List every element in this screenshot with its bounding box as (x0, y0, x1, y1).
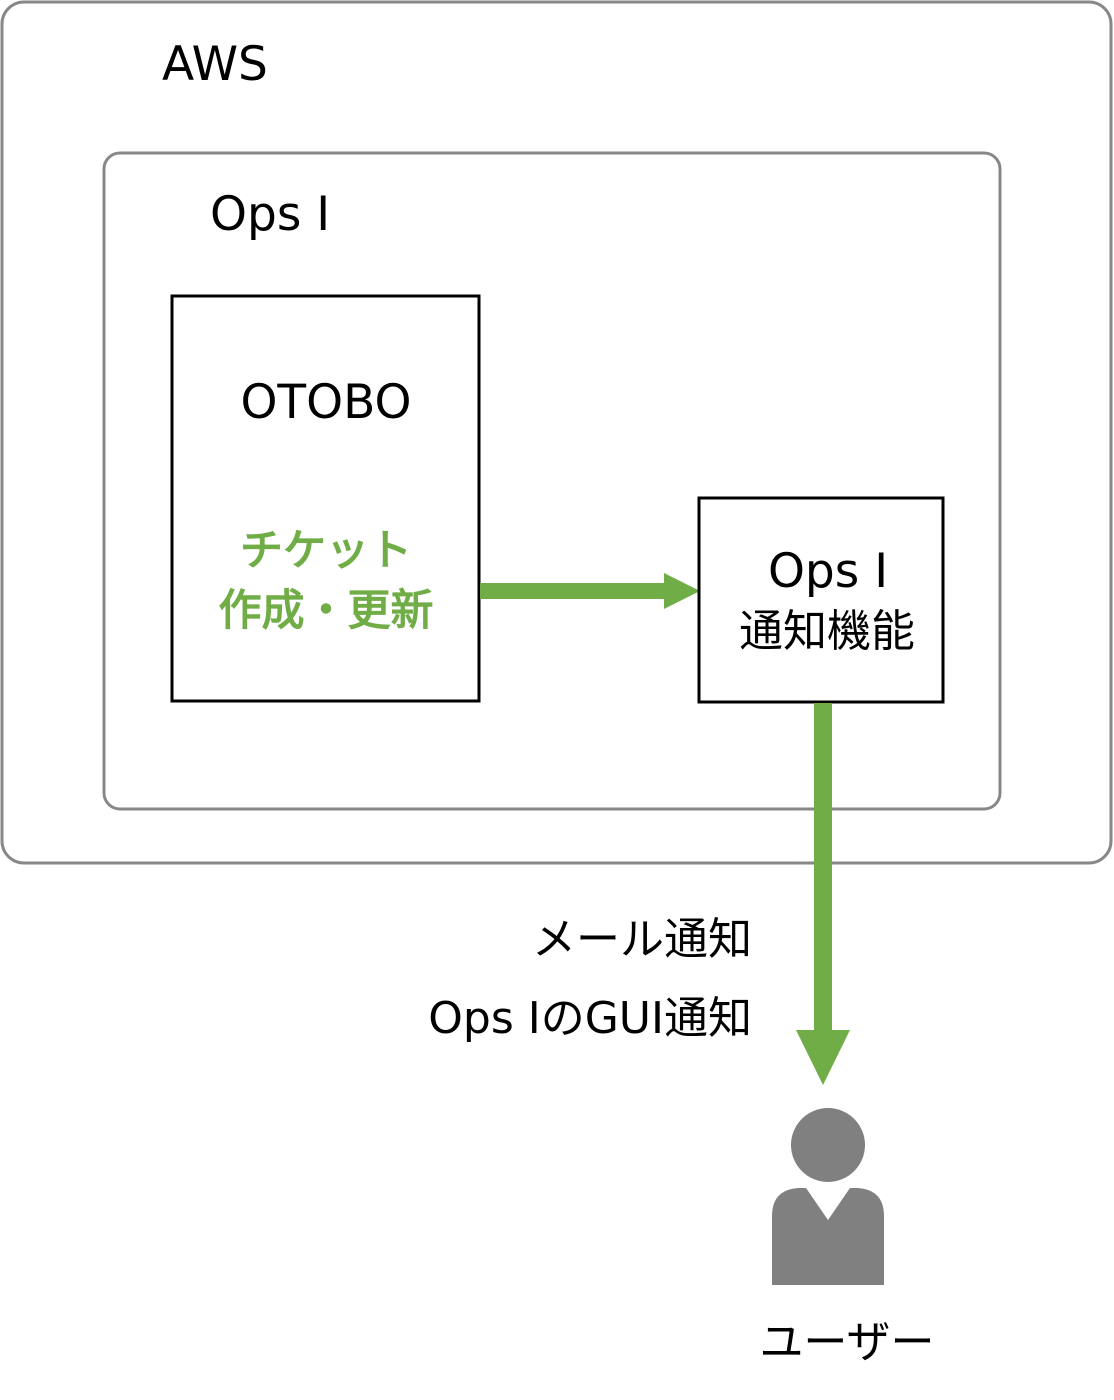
notification-node: Ops I 通知機能 (697, 496, 945, 704)
arrow-head (664, 573, 700, 609)
otobo-node: OTOBO チケット 作成・更新 (170, 294, 481, 703)
arrow-notification-to-user (796, 703, 850, 1085)
user-label: ユーザー (759, 1317, 934, 1368)
channel-gui: Ops IのGUI通知 (428, 993, 752, 1044)
otobo-event-line-1: チケット (240, 526, 412, 576)
arrow-otobo-to-notification (480, 573, 700, 609)
arrow-head (796, 1030, 850, 1085)
aws-label: AWS (162, 37, 268, 92)
user-icon (772, 1108, 884, 1285)
notification-box (697, 496, 945, 704)
user-icon-head (791, 1108, 865, 1182)
otobo-box (170, 294, 481, 703)
notification-line-2: 通知機能 (739, 606, 915, 657)
arrow-shaft (480, 583, 666, 599)
notification-line-1: Ops I (768, 544, 888, 599)
user-node: ユーザー (759, 1108, 935, 1368)
user-icon-body (772, 1188, 884, 1285)
arrow-shaft (814, 703, 832, 1033)
ops-i-label: Ops I (210, 187, 330, 242)
otobo-event-line-2: 作成・更新 (219, 586, 434, 636)
channel-email: メール通知 (532, 914, 752, 965)
notification-channels: メール通知 Ops IのGUI通知 (428, 914, 752, 1044)
otobo-title: OTOBO (240, 375, 411, 430)
